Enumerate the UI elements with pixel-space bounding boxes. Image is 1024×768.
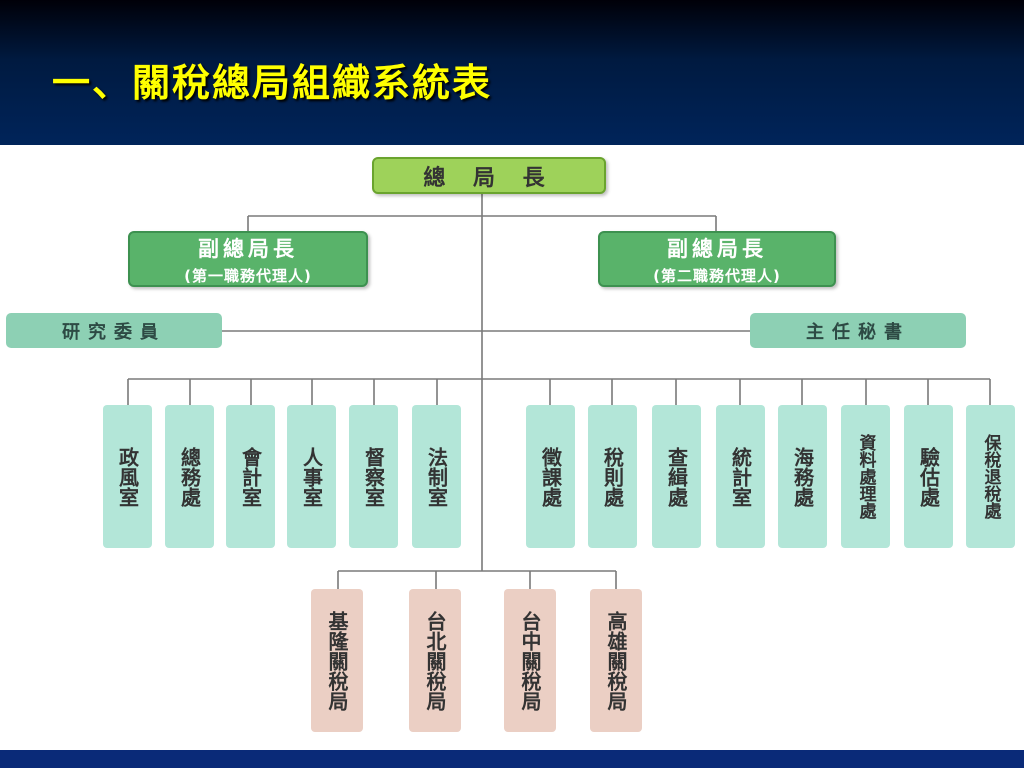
bottom-band: [0, 750, 1024, 768]
branch-box-keelung: 基隆關稅局: [311, 589, 363, 732]
chief-secretary-box: 主任秘書: [750, 313, 966, 348]
unit-label: 督察室: [361, 446, 386, 507]
research-commissioner-label: 研究委員: [62, 321, 166, 343]
unit-box-data-processing: 資料處理處: [841, 405, 890, 548]
branch-box-taichung: 台中關稅局: [504, 589, 556, 732]
deputy-director-box-1: 副總局長 (第一職務代理人): [128, 231, 368, 287]
branch-box-kaohsiung: 高雄關稅局: [590, 589, 642, 732]
unit-box-statistics: 統計室: [716, 405, 765, 548]
deputy-director-note-2: (第二職務代理人): [653, 266, 781, 285]
unit-label: 查緝處: [664, 446, 689, 507]
unit-label: 政風室: [115, 446, 140, 507]
unit-label: 海務處: [790, 446, 815, 507]
unit-box-general-affairs: 總務處: [165, 405, 214, 548]
unit-label: 驗估處: [916, 446, 941, 507]
deputy-director-box-2: 副總局長 (第二職務代理人): [598, 231, 836, 287]
unit-box-collection: 徵課處: [526, 405, 575, 548]
unit-label: 保稅退稅處: [980, 434, 1001, 519]
unit-box-anti-smuggling: 查緝處: [652, 405, 701, 548]
unit-box-bonded-drawback: 保稅退稅處: [966, 405, 1015, 548]
unit-label: 會計室: [238, 446, 263, 507]
slide-title: 一、關稅總局組織系統表: [52, 60, 493, 105]
unit-label: 資料處理處: [855, 434, 876, 519]
research-commissioner-box: 研究委員: [6, 313, 222, 348]
branch-label: 台北關稅局: [423, 610, 447, 711]
unit-label: 稅則處: [600, 446, 625, 507]
branch-label: 台中關稅局: [518, 610, 542, 711]
unit-box-tariff: 稅則處: [588, 405, 637, 548]
unit-box-ethics: 政風室: [103, 405, 152, 548]
unit-box-inspection: 督察室: [349, 405, 398, 548]
unit-box-legal: 法制室: [412, 405, 461, 548]
unit-label: 統計室: [728, 446, 753, 507]
deputy-director-note-1: (第一職務代理人): [184, 266, 312, 285]
deputy-director-title-1: 副總局長: [198, 236, 298, 261]
org-chart: 總 局 長 副總局長 (第一職務代理人) 副總局長 (第二職務代理人) 研究委員…: [0, 145, 1024, 750]
director-general-box: 總 局 長: [372, 157, 606, 194]
unit-box-personnel: 人事室: [287, 405, 336, 548]
branch-label: 高雄關稅局: [604, 610, 628, 711]
branch-label: 基隆關稅局: [325, 610, 349, 711]
unit-label: 人事室: [299, 446, 324, 507]
unit-box-valuation: 驗估處: [904, 405, 953, 548]
unit-box-accounting: 會計室: [226, 405, 275, 548]
unit-label: 總務處: [177, 446, 202, 507]
chief-secretary-label: 主任秘書: [806, 321, 910, 343]
branch-box-taipei: 台北關稅局: [409, 589, 461, 732]
connector-lines: [127, 193, 991, 589]
deputy-director-title-2: 副總局長: [667, 236, 767, 261]
director-general-label: 總 局 長: [423, 165, 555, 191]
unit-label: 徵課處: [538, 446, 563, 507]
unit-label: 法制室: [424, 446, 449, 507]
unit-box-maritime: 海務處: [778, 405, 827, 548]
